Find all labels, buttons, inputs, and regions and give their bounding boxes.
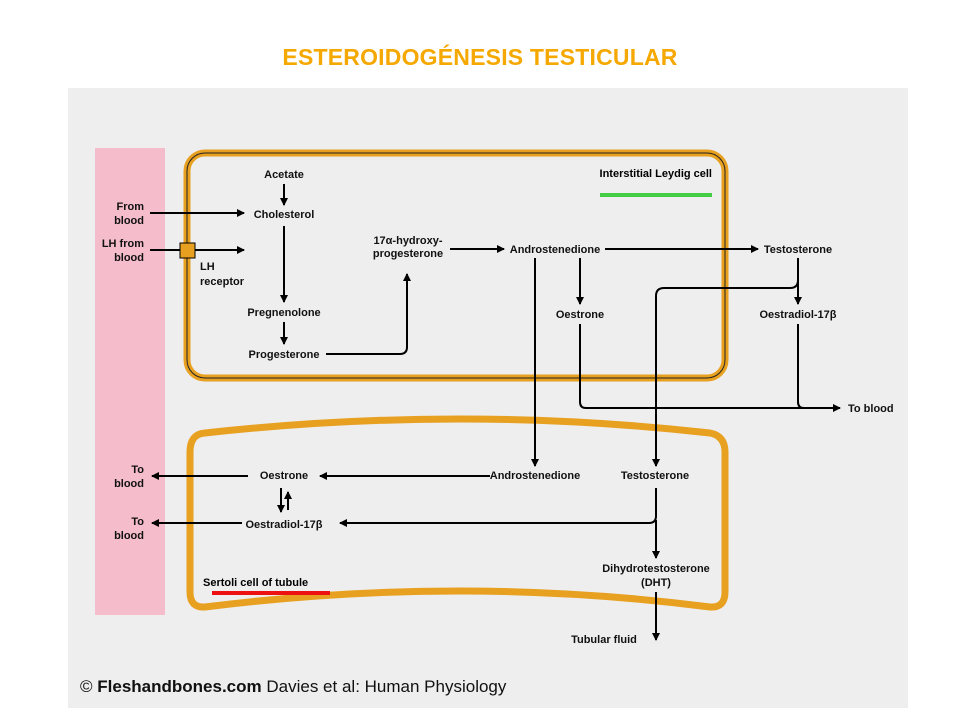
to-blood-1-label-2: blood — [114, 478, 144, 490]
testosterone-leydig-label: Testosterone — [764, 244, 832, 256]
to-blood-right-label: To blood — [848, 403, 894, 415]
arrow-oestradiol-to-blood — [797, 324, 805, 409]
to-blood-2-label-1: To — [131, 516, 144, 528]
footer-credit-text: Davies et al: Human Physiology — [266, 677, 507, 696]
sertoli-cell-label: Sertoli cell of tubule — [203, 577, 308, 589]
copyright-symbol: © — [80, 677, 93, 696]
lh-receptor — [179, 242, 196, 259]
lh-receptor-label-2: receptor — [200, 276, 245, 288]
pregnenolone-label: Pregnenolone — [247, 307, 320, 319]
dht-label-1: Dihydrotestosterone — [602, 563, 710, 575]
leydig-cell-border — [183, 149, 729, 382]
testosterone-sertoli-label: Testosterone — [621, 470, 689, 482]
tubular-fluid-label: Tubular fluid — [571, 634, 637, 646]
footer-credit: © Fleshandbones.com Davies et al: Human … — [80, 677, 506, 697]
leydig-underline — [600, 193, 712, 197]
oestradiol-leydig-label: Oestradiol-17β — [759, 309, 836, 321]
oestradiol-sertoli-label: Oestradiol-17β — [245, 519, 322, 531]
sertoli-cell-border — [186, 415, 729, 611]
blood-vessel — [95, 148, 165, 615]
lh-receptor-label-1: LH — [200, 261, 215, 273]
arrow-oestrone-to-blood — [579, 324, 841, 412]
oestrone-leydig-label: Oestrone — [556, 309, 604, 321]
footer-brand: Fleshandbones.com — [97, 677, 262, 696]
dht-label-2: (DHT) — [641, 577, 671, 589]
acetate-label: Acetate — [264, 169, 304, 181]
lh-from-blood-label-2: blood — [114, 252, 144, 264]
hydroxyprogesterone-label-1: 17α-hydroxy- — [373, 235, 442, 247]
pathway-arrows — [150, 184, 841, 641]
androstenedione-leydig-label: Androstenedione — [510, 244, 600, 256]
androstenedione-sertoli-label: Androstenedione — [490, 470, 580, 482]
page-title: ESTEROIDOGÉNESIS TESTICULAR — [282, 44, 678, 70]
to-blood-1-label-1: To — [131, 464, 144, 476]
arrow-testosterone-to-sertoli — [652, 262, 799, 467]
cholesterol-label: Cholesterol — [254, 209, 315, 221]
from-blood-label-1: From — [117, 201, 145, 213]
sertoli-underline — [212, 591, 330, 595]
from-blood-label-2: blood — [114, 215, 144, 227]
leydig-cell-label: Interstitial Leydig cell — [600, 168, 712, 180]
progesterone-label: Progesterone — [249, 349, 320, 361]
oestrone-sertoli-label: Oestrone — [260, 470, 308, 482]
lh-from-blood-label-1: LH from — [102, 238, 144, 250]
arrow-testosterone-oestradiol-sertoli — [339, 488, 657, 527]
arrow-progesterone-hydroxyprogesterone — [326, 273, 411, 355]
to-blood-2-label-2: blood — [114, 530, 144, 542]
hydroxyprogesterone-label-2: progesterone — [373, 248, 443, 260]
